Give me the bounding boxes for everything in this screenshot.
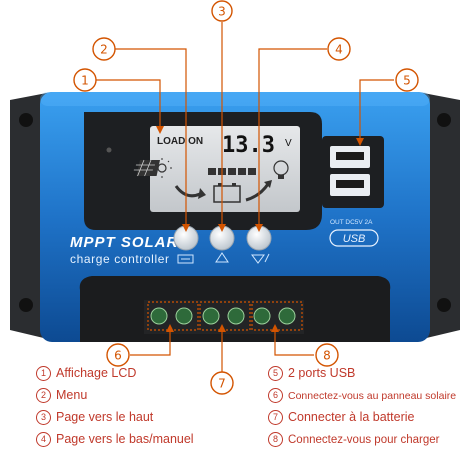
menu-symbol-icon <box>177 254 194 264</box>
callout-number: 8 <box>323 349 331 363</box>
terminal-screw[interactable] <box>278 307 296 325</box>
legend-number: 5 <box>268 366 283 381</box>
lcd-unit: V <box>285 138 292 149</box>
legend-text: Page vers le haut <box>56 410 154 424</box>
bulb-icon <box>273 160 289 179</box>
battery-level-icon <box>208 168 256 175</box>
legend-text: Connectez-vous pour charger <box>288 434 440 446</box>
callout-marker-8: 8 <box>315 343 339 367</box>
lcd-voltage: 13.3 <box>222 133 275 158</box>
terminal-screw[interactable] <box>227 307 245 325</box>
legend-number: 4 <box>36 432 51 447</box>
legend-number: 2 <box>36 388 51 403</box>
terminal-screw[interactable] <box>175 307 193 325</box>
legend-text: Affichage LCD <box>56 366 137 380</box>
terminal-screw[interactable] <box>202 307 220 325</box>
legend-item-8: 8 Connectez-vous pour charger <box>268 432 440 447</box>
legend-item-1: 1 Affichage LCD <box>36 366 136 381</box>
callout-number: 3 <box>218 5 226 19</box>
usb-port-top[interactable] <box>330 146 370 168</box>
callout-marker-4: 4 <box>327 37 351 61</box>
legend-text: Menu <box>56 388 88 402</box>
callout-marker-2: 2 <box>92 37 116 61</box>
battery-icon <box>213 183 241 203</box>
callout-number: 1 <box>81 74 89 88</box>
usb-logo-text: USB <box>343 233 366 245</box>
usb-output-label: OUT DC5V 2A <box>330 219 373 226</box>
callout-number: 6 <box>114 349 122 363</box>
callout-number: 5 <box>403 74 411 88</box>
legend-number: 7 <box>268 410 283 425</box>
legend-number: 3 <box>36 410 51 425</box>
callout-number: 7 <box>218 377 226 391</box>
legend-item-2: 2 Menu <box>36 388 87 403</box>
usb-logo: USB <box>329 229 379 247</box>
legend-item-4: 4 Page vers le bas/manuel <box>36 432 194 447</box>
legend-item-7: 7 Connecter à la batterie <box>268 410 414 425</box>
legend-text: Connectez-vous au panneau solaire <box>288 390 457 402</box>
legend-item-5: 5 2 ports USB <box>268 366 355 381</box>
legend-number: 8 <box>268 432 283 447</box>
terminal-group-markers <box>147 301 303 331</box>
callout-marker-3: 3 <box>211 0 233 22</box>
solar-panel-icon <box>133 159 160 177</box>
terminal-screw[interactable] <box>253 307 271 325</box>
terminal-screw[interactable] <box>150 307 168 325</box>
callout-number: 4 <box>335 43 343 57</box>
legend-item-6: 6 Connectez-vous au panneau solaire <box>268 388 456 403</box>
callout-number: 2 <box>100 43 108 57</box>
legend-item-3: 3 Page vers le haut <box>36 410 153 425</box>
brand-subtitle: charge controller <box>70 252 170 266</box>
legend-number: 6 <box>268 388 283 403</box>
callout-marker-7: 7 <box>210 371 234 395</box>
callout-marker-1: 1 <box>73 68 97 92</box>
legend-text: Page vers le bas/manuel <box>56 432 194 446</box>
legend-text: 2 ports USB <box>288 366 356 380</box>
callout-arrows <box>156 126 364 332</box>
legend-number: 1 <box>36 366 51 381</box>
lcd-load-label: LOAD ON <box>157 136 203 147</box>
legend-text: Connecter à la batterie <box>288 410 415 424</box>
down-arrow-icon <box>251 253 270 264</box>
brand-title: MPPT SOLAR <box>70 234 178 251</box>
indicator-led <box>106 147 112 153</box>
up-arrow-icon <box>215 252 229 263</box>
callout-marker-5: 5 <box>395 68 419 92</box>
charge-arrow-icon <box>174 185 206 199</box>
callout-marker-6: 6 <box>106 343 130 367</box>
callout-lines <box>96 22 394 376</box>
terminal-screws <box>150 307 296 325</box>
usb-port-bottom[interactable] <box>330 174 370 196</box>
